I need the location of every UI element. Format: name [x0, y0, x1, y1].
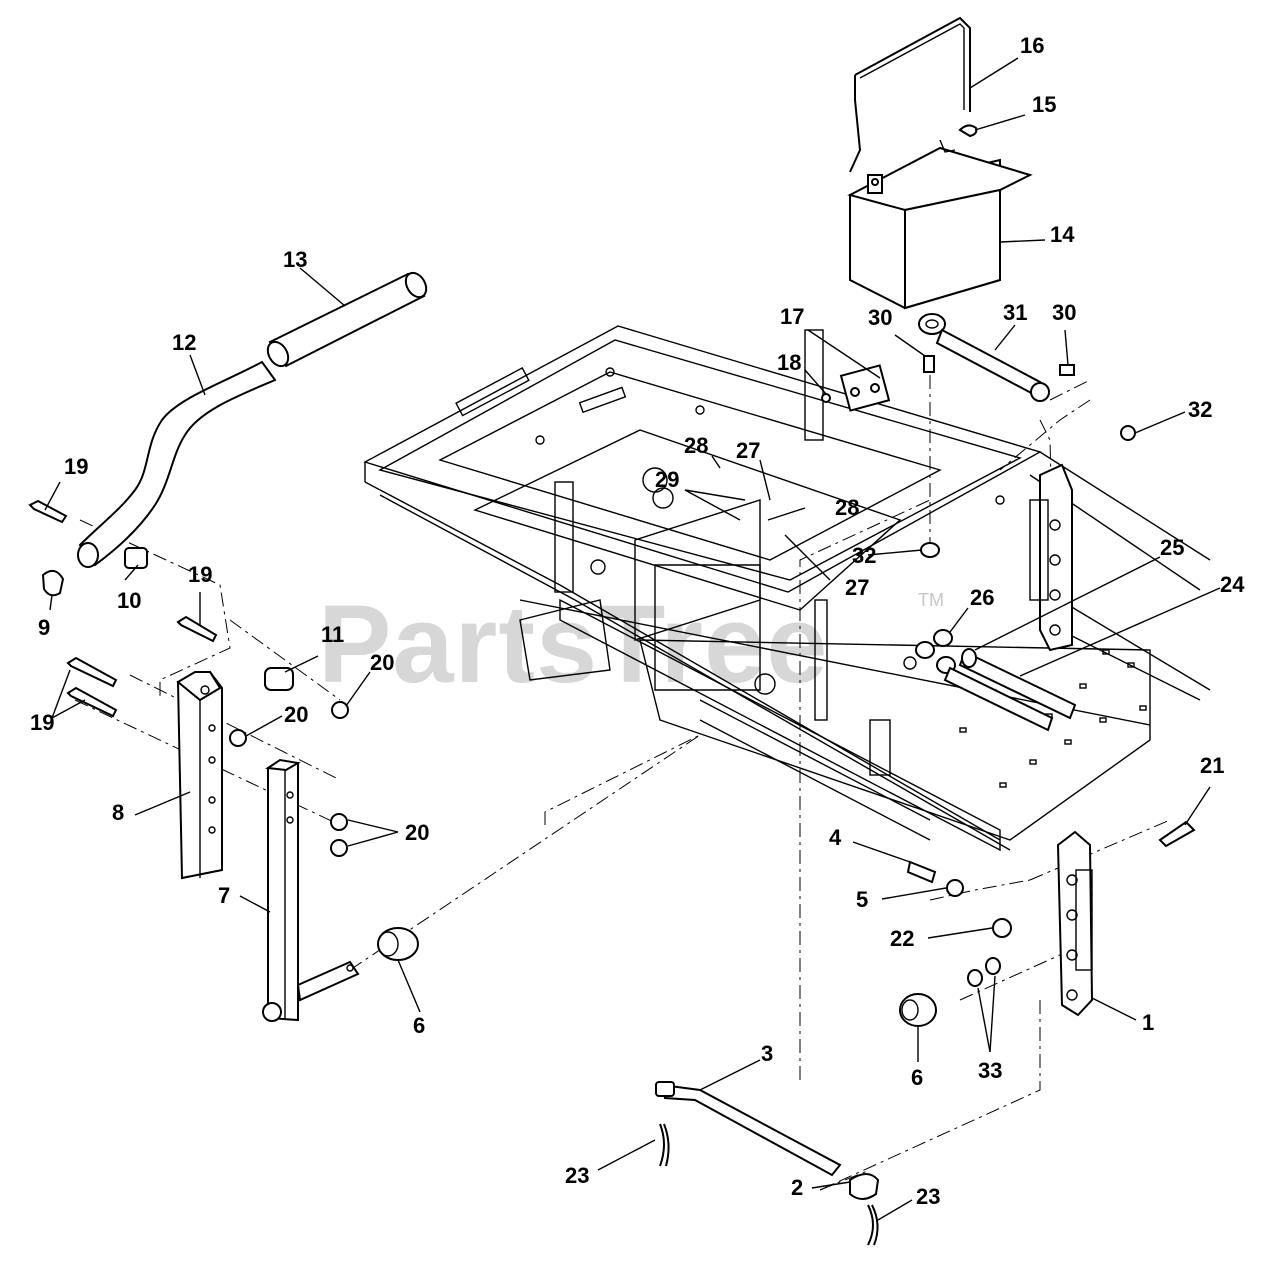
- callout-20-middle: 20: [284, 702, 308, 727]
- callout-26: 26: [970, 585, 994, 610]
- knob-9: [41, 569, 65, 597]
- callout-23-right: 23: [916, 1184, 940, 1209]
- watermark-brand: PartsTree: [318, 583, 828, 706]
- bushing-6-right: [899, 993, 937, 1027]
- cap-2: [849, 1173, 880, 1200]
- callout-33: 33: [978, 1058, 1002, 1083]
- callout-10: 10: [117, 588, 141, 613]
- hairpin-23-right: [867, 1204, 879, 1246]
- callout-8: 8: [112, 800, 124, 825]
- watermark-trademark: TM: [918, 590, 944, 610]
- callout-5: 5: [856, 887, 868, 912]
- callout-19-upper: 19: [64, 454, 88, 479]
- callout-3: 3: [761, 1041, 773, 1066]
- callout-22: 22: [890, 926, 914, 951]
- nut-18: [821, 393, 831, 403]
- wing-nut: [958, 124, 978, 138]
- callout-9: 9: [38, 615, 50, 640]
- bushing-6-left: [377, 927, 419, 961]
- callout-17: 17: [780, 304, 804, 329]
- pivot-rod-3: [655, 1081, 842, 1177]
- callout-30-upper: 30: [868, 305, 892, 330]
- terminal-bolt-right: [1059, 364, 1075, 376]
- side-bracket-8: [176, 670, 223, 880]
- solenoid: [839, 364, 891, 412]
- callout-6-right: 6: [911, 1065, 923, 1090]
- bolt-19-mid: [176, 615, 218, 643]
- bolts-24-25: [943, 648, 1077, 732]
- callout-23-left: 23: [565, 1163, 589, 1188]
- nut-22: [992, 918, 1012, 938]
- callout-30-right: 30: [1052, 300, 1076, 325]
- bolts-19-left: [66, 656, 118, 718]
- battery-cable: [918, 313, 1050, 402]
- mower-frame: [363, 325, 1211, 852]
- callout-13: 13: [283, 247, 307, 272]
- washer-5: [946, 879, 964, 897]
- callout-2: 2: [791, 1175, 803, 1200]
- callout-numbers: 16 15 14 13 12 17 30 31 30 18 32 19 28 2…: [30, 33, 1245, 1209]
- callout-20-lower: 20: [405, 820, 429, 845]
- bushing-10: [124, 547, 148, 569]
- callout-31: 31: [1003, 300, 1027, 325]
- callout-7: 7: [218, 883, 230, 908]
- spacer-11: [264, 667, 294, 691]
- right-side-plate-upper: [1029, 463, 1073, 652]
- callout-27-upper: 27: [736, 438, 760, 463]
- callout-12: 12: [172, 330, 196, 355]
- callout-1: 1: [1142, 1010, 1154, 1035]
- callout-21: 21: [1200, 753, 1224, 778]
- upright-7: [262, 758, 360, 1022]
- callout-24: 24: [1220, 572, 1245, 597]
- callout-29: 29: [655, 467, 679, 492]
- callout-28-lower: 28: [835, 495, 859, 520]
- callout-28-upper: 28: [684, 433, 708, 458]
- bolt-21: [1158, 820, 1196, 848]
- washers-26: [915, 629, 956, 674]
- terminal-bolt-left: [923, 355, 935, 373]
- callout-11: 11: [321, 622, 344, 647]
- callout-14: 14: [1050, 222, 1075, 247]
- battery-hold-down-rod: [849, 16, 971, 173]
- handle-tube-12: [77, 360, 277, 568]
- nuts-20: [229, 701, 349, 857]
- callout-19-lower: 19: [30, 710, 54, 735]
- callout-6-left: 6: [413, 1013, 425, 1038]
- callout-16: 16: [1020, 33, 1044, 58]
- callout-32-upper: 32: [1188, 397, 1212, 422]
- washer-32-lower: [920, 542, 940, 558]
- callout-15: 15: [1032, 92, 1056, 117]
- leader-lines: [44, 57, 1221, 1221]
- callout-4: 4: [829, 825, 842, 850]
- callout-18: 18: [777, 350, 801, 375]
- side-plate-1: [1056, 830, 1094, 1017]
- bolt-4: [906, 860, 937, 884]
- bolt-19-top: [28, 499, 68, 524]
- handle-tube-13: [266, 271, 428, 368]
- callout-25: 25: [1160, 535, 1184, 560]
- callout-20-upper: 20: [370, 650, 394, 675]
- washers-33: [967, 957, 1001, 987]
- hairpin-23-left: [659, 1123, 670, 1167]
- nut-32-upper: [1120, 425, 1136, 441]
- battery: [847, 139, 1033, 310]
- callout-27-lower: 27: [845, 575, 869, 600]
- callout-19-middle: 19: [188, 562, 212, 587]
- callout-32-lower: 32: [852, 543, 876, 568]
